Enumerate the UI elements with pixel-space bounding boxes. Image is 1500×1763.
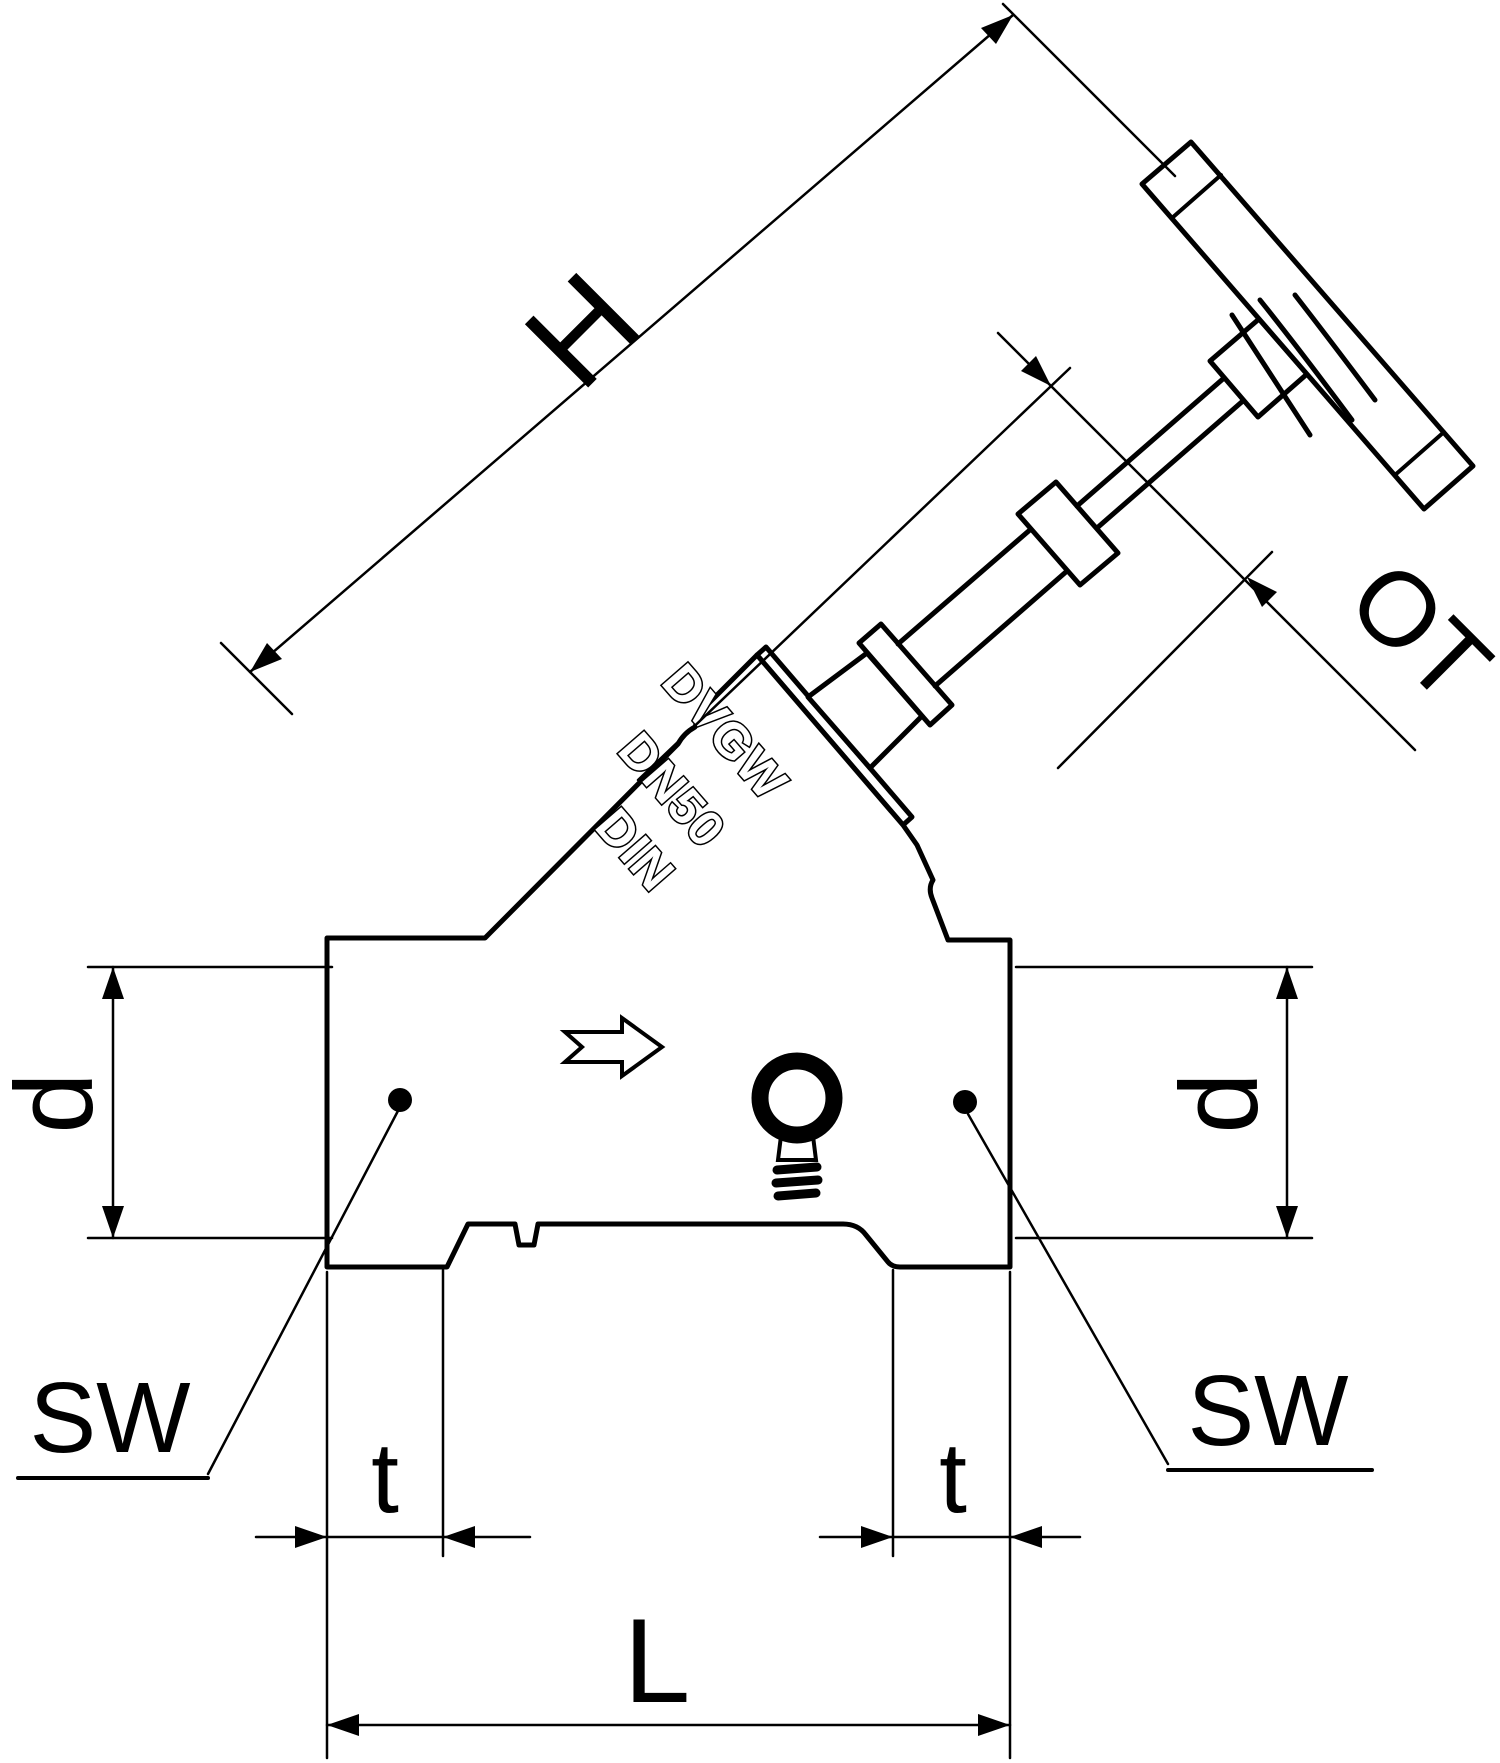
arrowhead-t-right-b — [1010, 1526, 1042, 1548]
callout-sw-right: SW — [966, 1112, 1374, 1472]
dimension-label-l: L — [624, 1594, 691, 1728]
arrowhead-d-right-bottom — [1276, 1206, 1298, 1238]
arrowhead-h-bottom — [250, 643, 282, 672]
handwheel — [1139, 139, 1476, 512]
arrowhead-ot-lower — [1247, 577, 1277, 607]
extension-line-ot-upper — [636, 366, 1072, 782]
handwheel-rim-line — [1393, 430, 1446, 477]
drain-plug-thread — [773, 1188, 821, 1201]
dimension-l: L — [325, 1594, 1012, 1736]
arrowhead-ot-upper — [1021, 356, 1051, 386]
valve-stem-edge — [1094, 397, 1247, 531]
drain-plug-neck — [775, 1134, 819, 1162]
dimension-d-left: d — [0, 965, 334, 1240]
dimension-line-ot — [996, 331, 1417, 752]
handwheel-spoke-detail — [1229, 312, 1313, 438]
arrowhead-l-right — [978, 1714, 1010, 1736]
dimension-label-t-right: t — [939, 1422, 967, 1534]
dimension-label-t-left: t — [371, 1422, 399, 1534]
dimension-label-d-left: d — [0, 1072, 116, 1133]
leader-line-sw-right — [966, 1112, 1170, 1466]
arrowhead-d-left-bottom — [102, 1206, 124, 1238]
arrowhead-t-left-a — [295, 1526, 327, 1548]
sw-marker-dot-right — [953, 1090, 977, 1114]
extension-line-h-bottom — [219, 641, 294, 716]
callout-label-sw-left: SW — [29, 1362, 191, 1474]
arrowhead-l-left — [327, 1714, 359, 1736]
dimension-t-right: t — [818, 1268, 1082, 1760]
arrowhead-d-right-top — [1276, 967, 1298, 999]
dimension-d-right: d — [1014, 965, 1314, 1240]
bonnet-neck-edge — [895, 526, 1034, 647]
packing-nut-flange — [1015, 479, 1121, 588]
valve-stem-edge — [1074, 375, 1227, 509]
leader-line-sw-left — [206, 1105, 402, 1476]
dimension-t-left: t — [254, 1268, 532, 1760]
callout-label-sw-right: SW — [1187, 1355, 1349, 1467]
arrowhead-t-right-a — [861, 1526, 893, 1548]
callout-sw-left: SW — [16, 1105, 402, 1480]
gland-cap — [856, 621, 955, 728]
dimension-line-h — [248, 13, 1015, 674]
bonnet-assembly — [754, 139, 1476, 828]
flow-direction-arrow-icon — [559, 1014, 666, 1080]
extension-line-h-top — [1001, 2, 1177, 178]
dimension-label-d-right: d — [1158, 1072, 1281, 1133]
arrowhead-t-left-b — [443, 1526, 475, 1548]
handwheel-rim-line — [1170, 173, 1223, 220]
extension-line-ot-lower — [1056, 550, 1274, 770]
drain-plug-thread — [771, 1175, 823, 1188]
drain-plug — [751, 1052, 843, 1201]
handwheel-spoke-detail — [1292, 292, 1378, 403]
dimension-label-h: H — [497, 245, 667, 415]
drain-plug-thread — [772, 1162, 822, 1175]
dimension-h: H — [219, 2, 1177, 716]
arrowhead-h-top — [981, 15, 1013, 44]
sw-marker-dot-left — [388, 1088, 412, 1112]
arrowhead-d-left-top — [102, 967, 124, 999]
dimension-label-ot: OT — [1327, 539, 1500, 725]
bonnet-neck-edge — [932, 568, 1070, 689]
handwheel-spoke-detail — [1257, 297, 1355, 423]
